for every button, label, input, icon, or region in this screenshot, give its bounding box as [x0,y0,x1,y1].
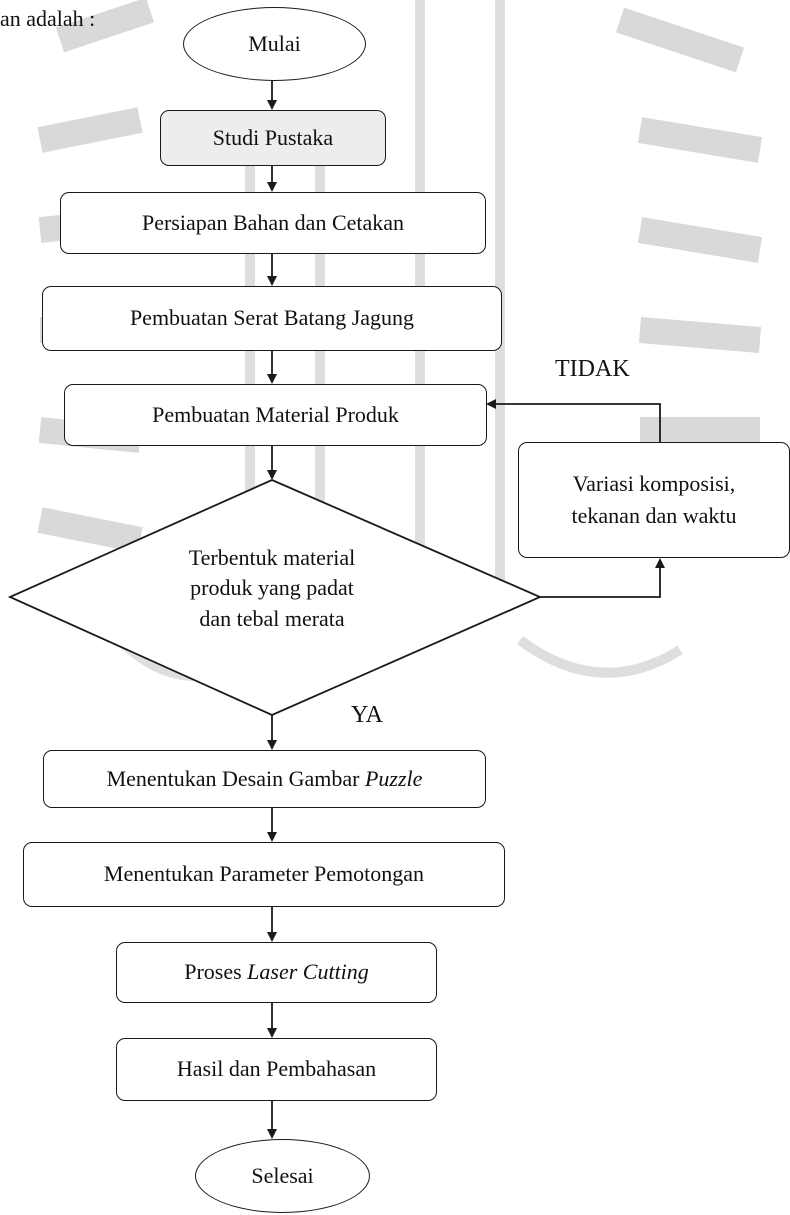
process-persiapan: Persiapan Bahan dan Cetakan [60,192,486,254]
parameter-label: Menentukan Parameter Pemotongan [103,861,425,887]
variasi-line2: tekanan dan waktu [571,503,737,528]
process-laser-cutting: Proses Laser Cutting [116,942,437,1003]
serat-label: Pembuatan Serat Batang Jagung [129,305,415,331]
variasi-line1: Variasi komposisi, [572,471,736,497]
decision-line2: produk yang padat [190,575,354,601]
process-desain-puzzle: Menentukan Desain Gambar Puzzle [43,750,486,808]
material-label: Pembuatan Material Produk [152,401,399,427]
start-terminal: Mulai [183,7,366,81]
persiapan-label: Persiapan Bahan dan Cetakan [141,209,405,235]
end-terminal: Selesai [195,1139,370,1213]
label-ya: YA [351,702,384,728]
intro-text: an adalah : [0,6,96,31]
decision-text: Terbentuk material produk yang padat dan… [130,543,414,634]
decision-diamond [7,479,543,716]
hasil-label: Hasil dan Pembahasan [176,1056,377,1082]
process-material: Pembuatan Material Produk [64,384,487,446]
process-hasil: Hasil dan Pembahasan [116,1038,437,1101]
process-variasi: Variasi komposisi, tekanan dan waktu [518,442,790,558]
arrow-variasi-to-material [486,399,661,442]
proses-label: Proses [184,959,248,985]
decision-line3: dan tebal merata [199,605,345,631]
proses-label-italic: Laser Cutting [247,959,369,985]
process-parameter: Menentukan Parameter Pemotongan [23,842,505,907]
process-studi-pustaka: Studi Pustaka [160,110,386,166]
end-label: Selesai [251,1162,314,1188]
desain-label-italic: Puzzle [364,765,423,791]
label-tidak: TIDAK [555,356,630,382]
arrow-decision-to-variasi [540,558,665,598]
decision-line1: Terbentuk material [188,545,356,570]
studi-label: Studi Pustaka [212,124,334,150]
desain-label: Menentukan Desain Gambar [106,765,365,791]
process-serat: Pembuatan Serat Batang Jagung [42,286,502,351]
start-label: Mulai [248,30,301,56]
